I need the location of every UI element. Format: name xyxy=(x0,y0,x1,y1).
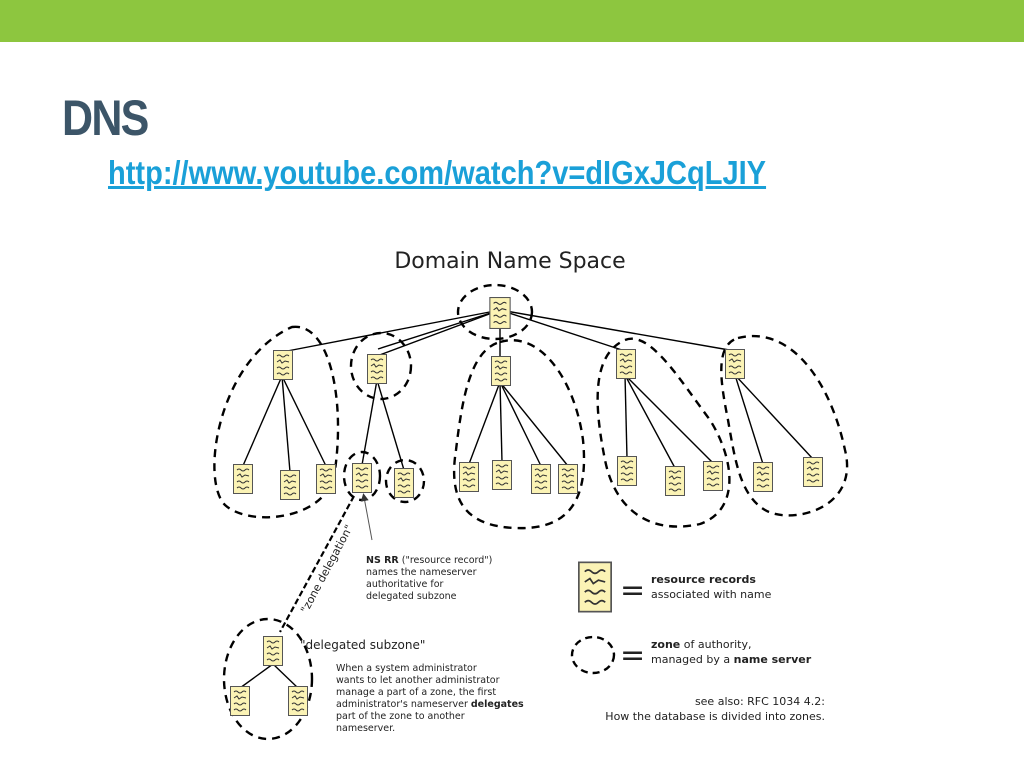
see-also-line2: How the database is divided into zones. xyxy=(605,710,825,723)
explanation-line5: part of the zone to another xyxy=(336,711,465,722)
ns-rr-note-line1: NS RR ("resource record") xyxy=(366,555,492,566)
legend-zone-line1: zone of authority, xyxy=(651,638,752,651)
legend-zone-line2: managed by a name server xyxy=(651,653,812,666)
legend-zone-rest: of authority, xyxy=(680,638,751,651)
legend-records-equals: = xyxy=(620,573,645,608)
video-link[interactable]: http://www.youtube.com/watch?v=dIGxJCqLJ… xyxy=(108,154,767,191)
explanation-line4-pre: administrator's nameserver xyxy=(336,699,471,710)
legend-zone-symbol xyxy=(570,635,616,675)
explanation-line2: wants to let another administrator xyxy=(336,675,500,686)
tree-edges xyxy=(239,309,814,689)
legend-records-bold: resource records xyxy=(651,573,756,586)
legend-zone-equals: = xyxy=(620,638,645,673)
explanation-line6: nameserver. xyxy=(336,723,395,734)
legend-zone-bold: zone xyxy=(651,638,680,651)
delegated-subzone-label: "delegated subzone" xyxy=(300,638,425,652)
see-also-line1: see also: RFC 1034 4.2: xyxy=(695,695,825,708)
legend-name-server: name server xyxy=(734,653,812,666)
explanation-line4: administrator's nameserver delegates xyxy=(336,699,524,710)
explanation-line3: manage a part of a zone, the first xyxy=(336,687,496,698)
zone-outlines xyxy=(213,283,849,741)
top-accent-bar xyxy=(0,0,1024,42)
diagram-title: Domain Name Space xyxy=(394,249,625,274)
slide-title: DNS xyxy=(62,90,149,146)
ns-rr-note-line3: authoritative for xyxy=(366,579,443,590)
explanation-delegates: delegates xyxy=(471,699,524,710)
domain-name-space-diagram: Domain Name Space xyxy=(213,249,849,741)
legend-zone-line2-pre: managed by a xyxy=(651,653,734,666)
ns-rr-note-line2: names the nameserver xyxy=(366,567,477,578)
ns-rr-note-line4: delegated subzone xyxy=(366,591,457,602)
ns-rr-bold: NS RR xyxy=(366,555,399,566)
zone-delegation-label: "zone delegation" xyxy=(298,523,356,616)
zone-delegation-line xyxy=(279,495,355,633)
ns-rr-rest: ("resource record") xyxy=(399,555,493,566)
legend-records-line2: associated with name xyxy=(651,588,772,601)
ns-rr-pointer xyxy=(360,493,373,541)
explanation-line1: When a system administrator xyxy=(336,663,477,674)
